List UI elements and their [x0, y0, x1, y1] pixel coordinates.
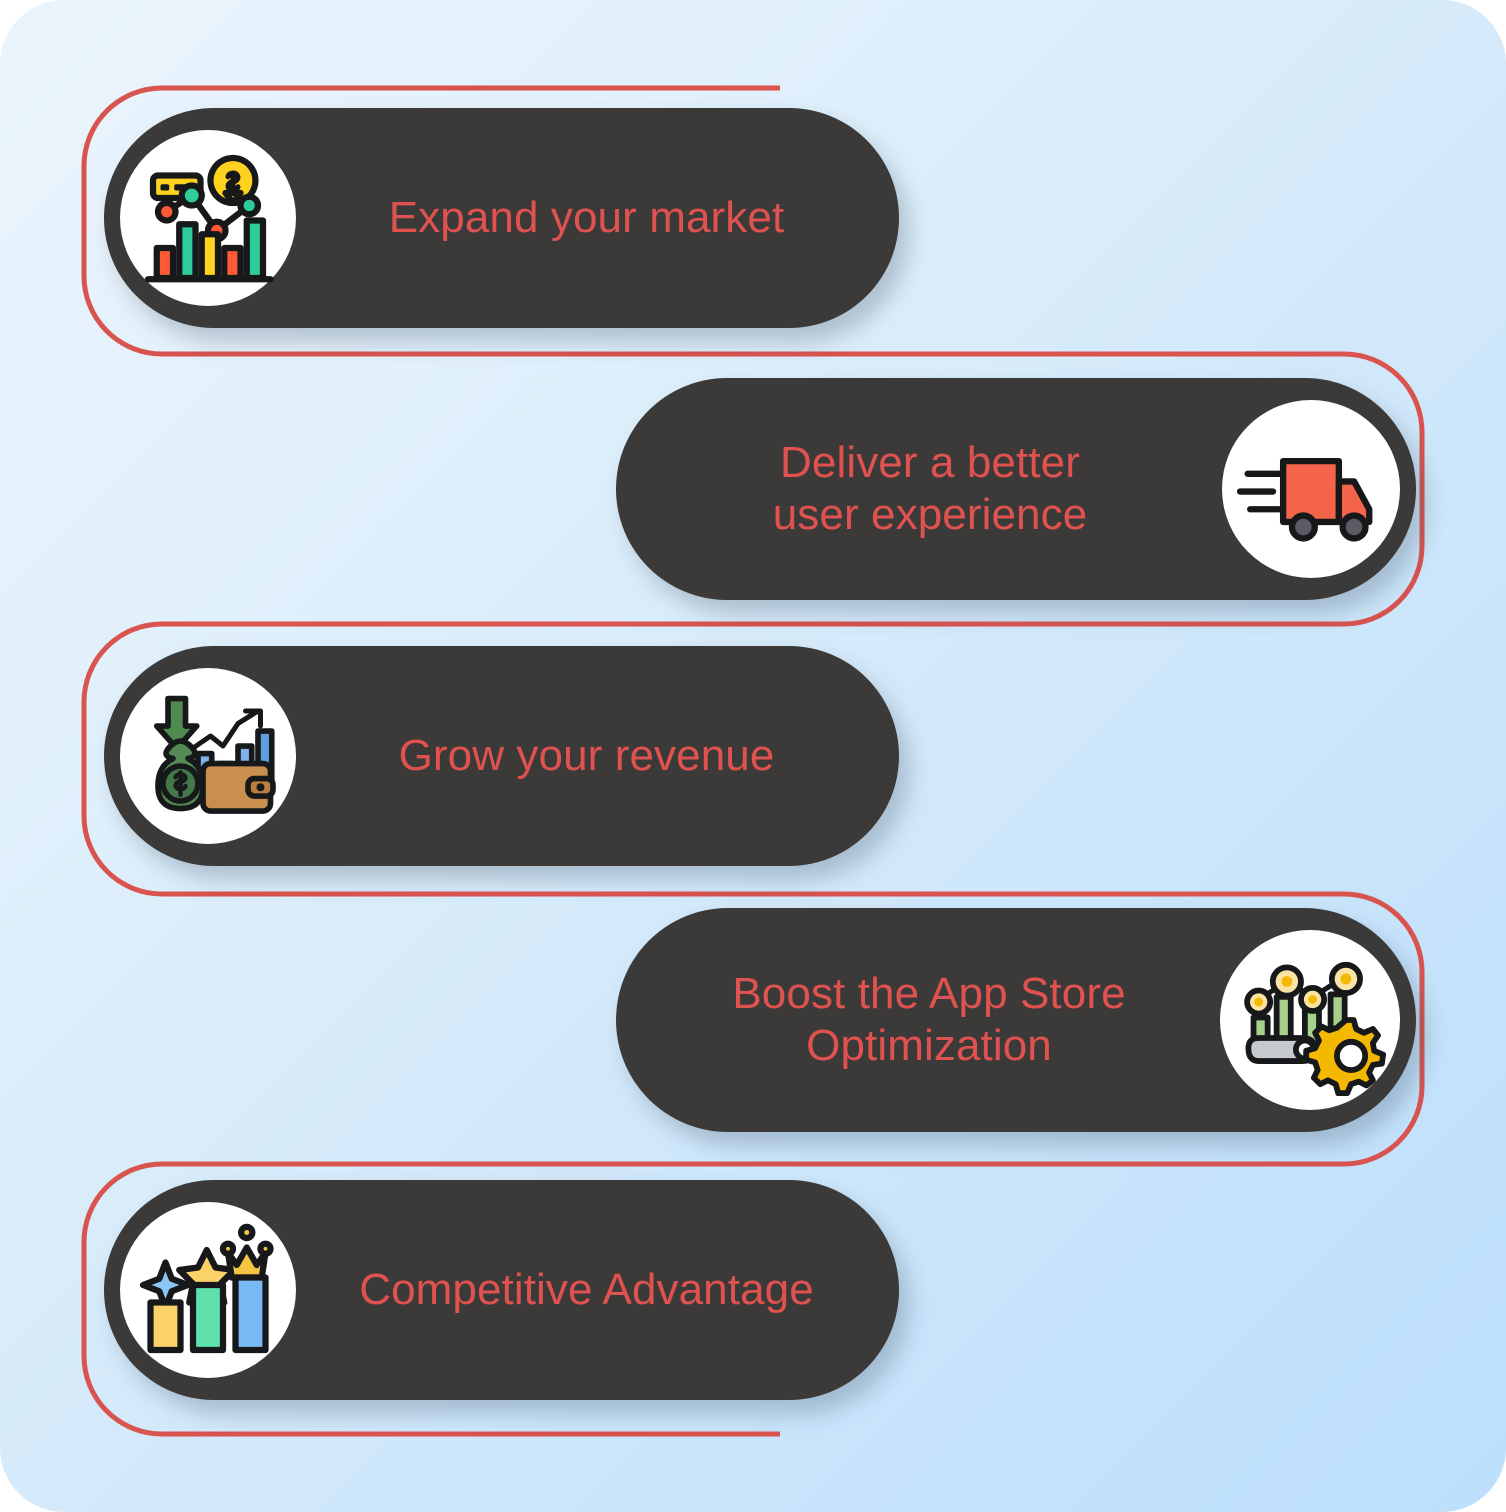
podium-crown-star-icon [120, 1202, 296, 1378]
card-deliver-better-user-experience[interactable]: Deliver a better user experience [616, 378, 1416, 600]
aso-wrench-gear-chart-icon [1220, 930, 1400, 1110]
card-label: Grow your revenue [398, 731, 775, 781]
card-grow-your-revenue[interactable]: Grow your revenue [104, 646, 899, 866]
card-competitive-advantage[interactable]: Competitive Advantage [104, 1180, 899, 1400]
card-label: Competitive Advantage [359, 1265, 814, 1315]
market-growth-chart-icon [120, 130, 296, 306]
money-bag-wallet-growth-icon [120, 668, 296, 844]
delivery-truck-icon [1222, 400, 1400, 578]
card-label: Expand your market [388, 193, 785, 243]
card-label: Deliver a better user experience [772, 438, 1088, 539]
card-label: Boost the App Store Optimization [732, 969, 1126, 1070]
card-expand-your-market[interactable]: Expand your market [104, 108, 899, 328]
card-boost-app-store-optimization[interactable]: Boost the App Store Optimization [616, 908, 1416, 1132]
